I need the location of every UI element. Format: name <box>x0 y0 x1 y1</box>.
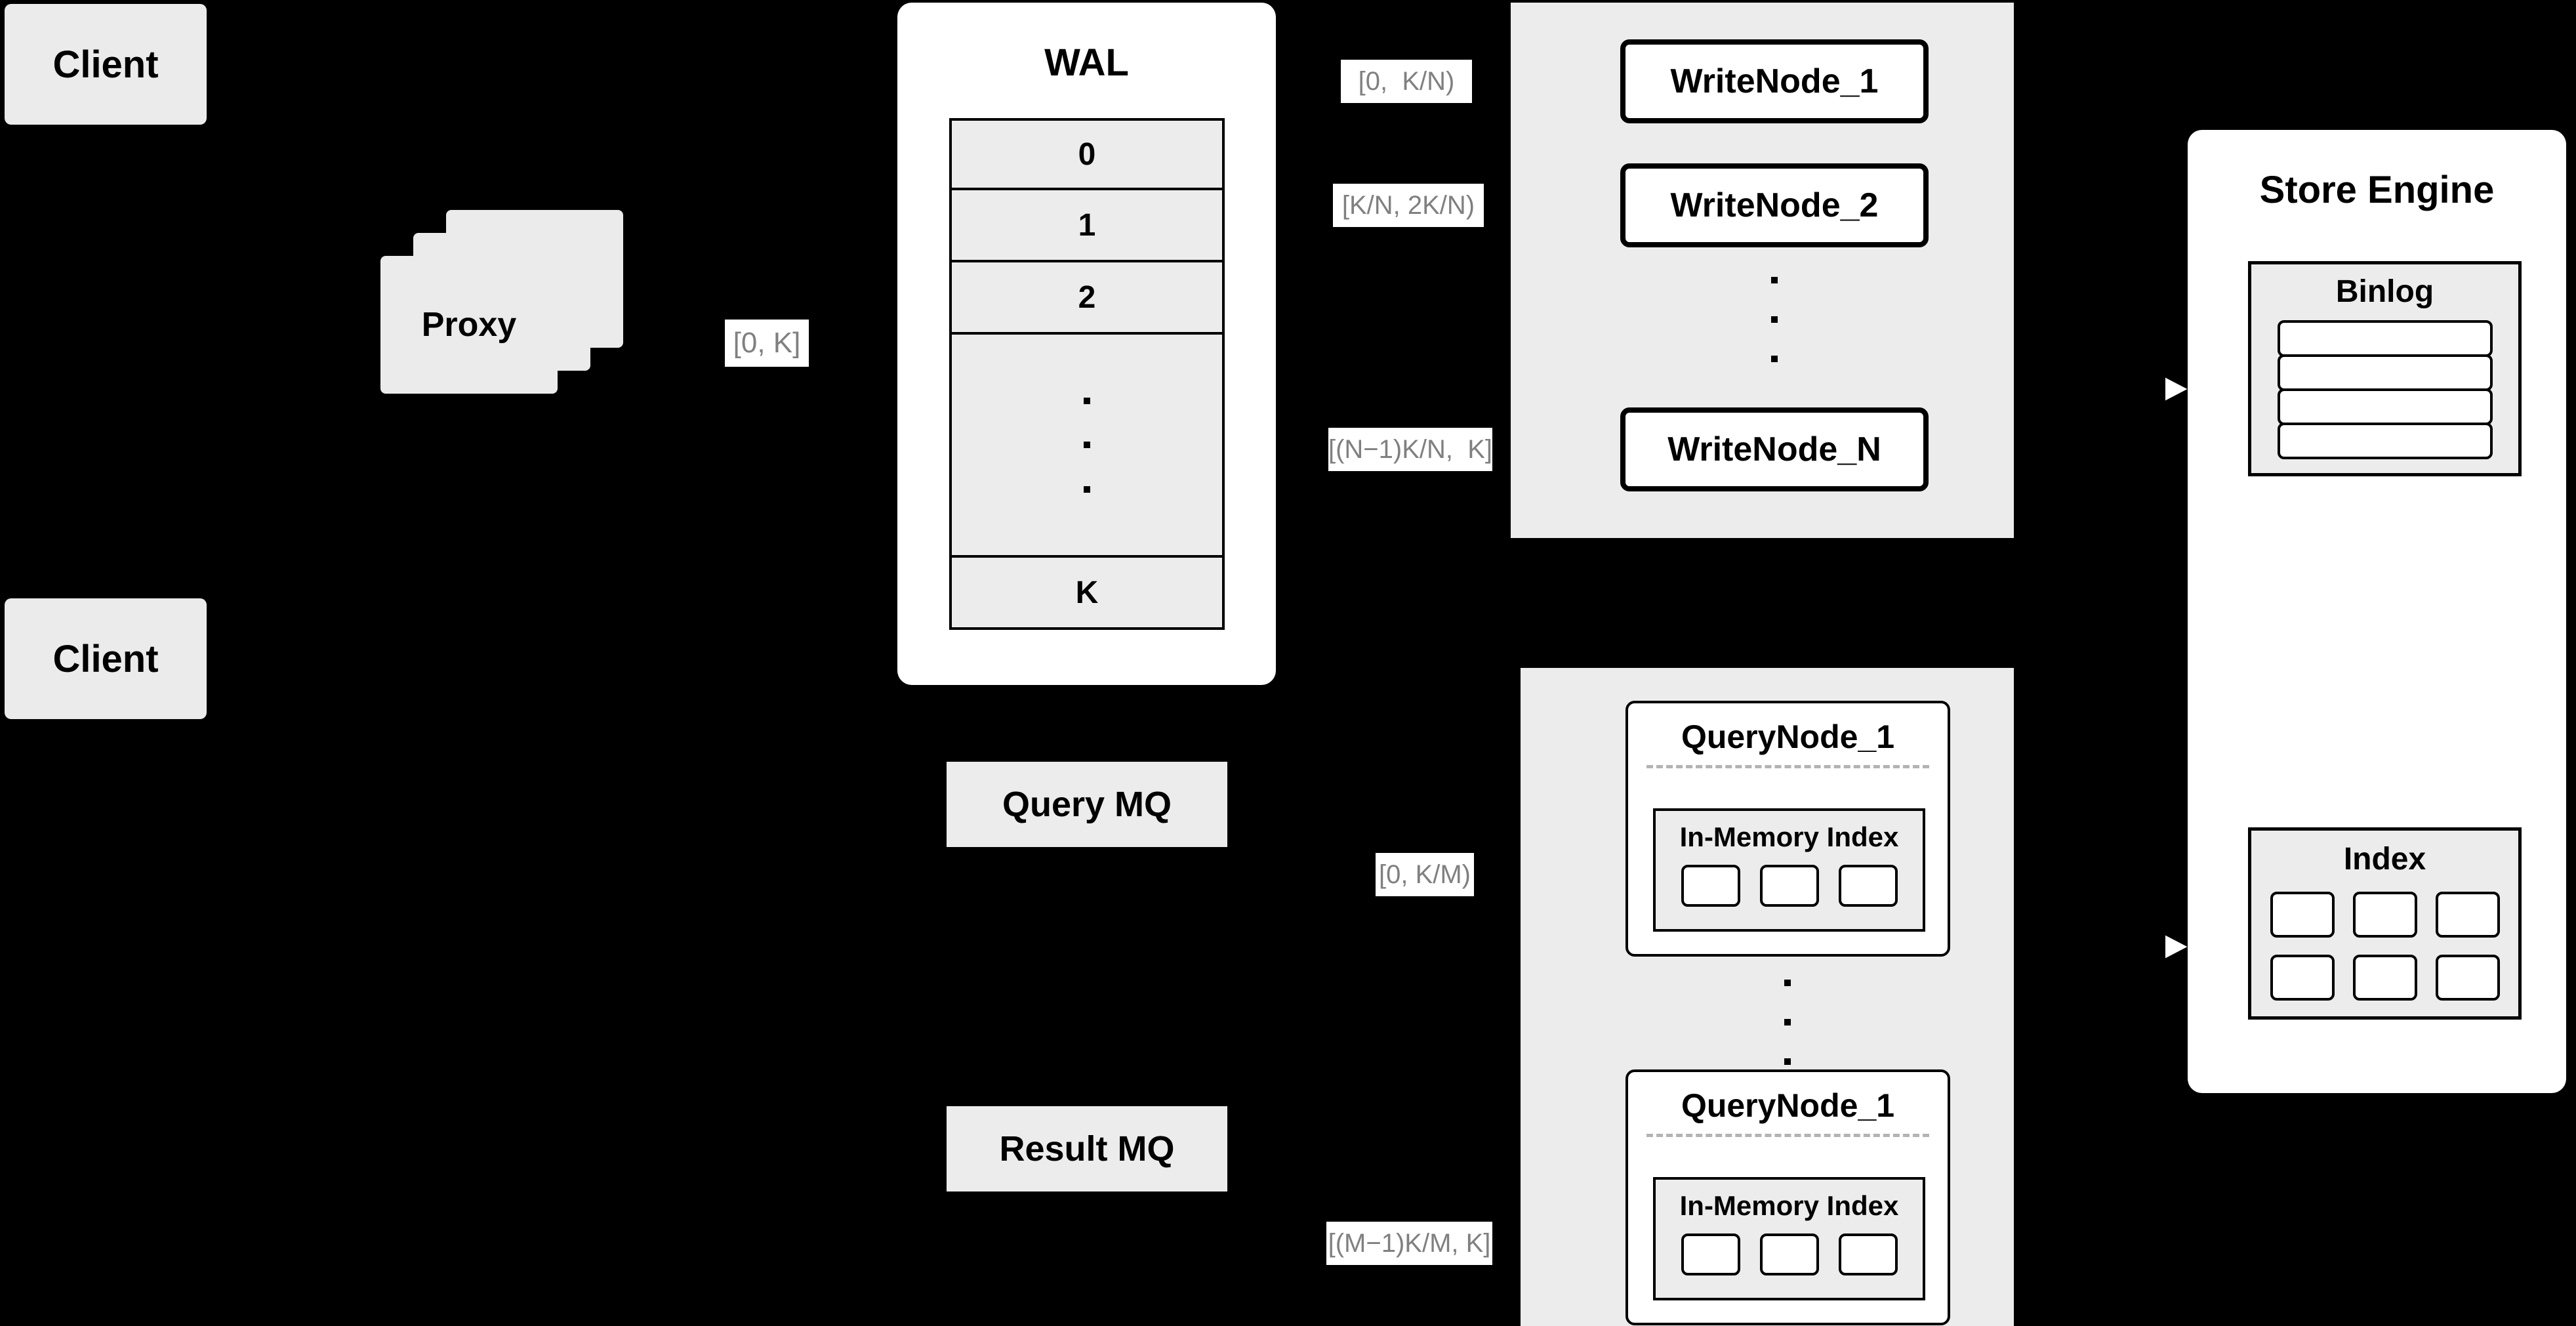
proxy-label: Proxy <box>421 306 517 344</box>
result-mq-box[interactable]: Result MQ <box>947 1106 1227 1191</box>
index-segment[interactable] <box>1759 1233 1819 1275</box>
wal-row[interactable]: 2 <box>949 262 1225 335</box>
index-cell[interactable] <box>2435 892 2500 938</box>
querynode-1-range-label: [0, K/M) <box>1376 853 1474 896</box>
in-memory-index-m[interactable]: In-Memory Index <box>1653 1177 1925 1300</box>
client-box-1[interactable]: Client <box>5 4 207 125</box>
binlog-row[interactable] <box>2277 423 2493 459</box>
querynode-m-range-label: [(M−1)K/M, K] <box>1326 1222 1492 1265</box>
index-segment[interactable] <box>1759 865 1819 907</box>
in-memory-index-title: In-Memory Index <box>1679 821 1899 852</box>
write-node-vertical-ellipsis-icon <box>1753 277 1795 362</box>
index-segment[interactable] <box>1838 1233 1898 1275</box>
query-node-divider <box>1646 765 1929 768</box>
index-cell[interactable] <box>2270 955 2335 1001</box>
index-cell[interactable] <box>2352 892 2417 938</box>
store-index-box[interactable]: Index <box>2248 827 2522 1020</box>
wal-row-ellipsis <box>949 335 1225 558</box>
writenode-2-range-label: [K/N, 2K/N) <box>1333 184 1484 227</box>
writenode-n-range-label: [(N−1)K/N, K] <box>1328 428 1492 471</box>
wal-row[interactable]: 1 <box>949 190 1225 262</box>
query-node-title: QueryNode_1 <box>1681 1087 1895 1124</box>
client-label: Client <box>52 43 159 86</box>
wal-title: WAL <box>1044 41 1129 84</box>
query-node-1[interactable]: QueryNode_1 In-Memory Index <box>1625 701 1950 957</box>
query-node-m[interactable]: QueryNode_1 In-Memory Index <box>1625 1069 1950 1325</box>
query-mq-box[interactable]: Query MQ <box>947 762 1227 847</box>
proxy-wal-range-label: [0, K] <box>725 320 809 367</box>
proxy-stack[interactable]: Proxy <box>380 210 643 426</box>
store-engine-panel: Store Engine Binlog Index <box>2188 130 2566 1093</box>
binlog-inbound-arrow <box>2102 369 2199 409</box>
index-cell[interactable] <box>2435 955 2500 1001</box>
proxy-card-front[interactable]: Proxy <box>380 256 558 394</box>
index-segment[interactable] <box>1681 1233 1740 1275</box>
index-segment[interactable] <box>1681 865 1740 907</box>
write-node-n[interactable]: WriteNode_N <box>1620 407 1929 491</box>
binlog-row[interactable] <box>2277 320 2493 357</box>
index-inbound-arrow <box>2102 926 2199 967</box>
wal-row-list: 0 1 2 K <box>949 118 1225 630</box>
binlog-row[interactable] <box>2277 354 2493 391</box>
wal-row[interactable]: K <box>949 558 1225 630</box>
store-engine-title: Store Engine <box>2259 169 2495 211</box>
binlog-box[interactable]: Binlog <box>2248 261 2522 476</box>
store-index-title: Index <box>2343 842 2426 877</box>
in-memory-index-1[interactable]: In-Memory Index <box>1653 808 1925 932</box>
wal-panel: WAL 0 1 2 K <box>897 3 1276 685</box>
write-node-cluster: WriteNode_1 WriteNode_2 WriteNode_N <box>1511 3 2014 538</box>
write-node-2[interactable]: WriteNode_2 <box>1620 163 1929 247</box>
query-node-title: QueryNode_1 <box>1681 718 1895 755</box>
in-memory-index-title: In-Memory Index <box>1679 1190 1899 1221</box>
index-cell[interactable] <box>2270 892 2335 938</box>
wal-row[interactable]: 0 <box>949 118 1225 190</box>
write-node-1[interactable]: WriteNode_1 <box>1620 39 1929 123</box>
client-label: Client <box>52 637 159 680</box>
index-segment[interactable] <box>1838 865 1898 907</box>
query-node-cluster: QueryNode_1 In-Memory Index <box>1521 668 2014 1326</box>
client-box-2[interactable]: Client <box>5 598 207 719</box>
index-cell[interactable] <box>2352 955 2417 1001</box>
result-mq-label: Result MQ <box>999 1129 1175 1169</box>
binlog-title: Binlog <box>2335 274 2434 309</box>
vertical-ellipsis-icon <box>1084 397 1090 493</box>
writenode-1-range-label: [0, K/N) <box>1341 60 1472 103</box>
query-node-divider <box>1646 1134 1929 1137</box>
query-mq-label: Query MQ <box>1002 785 1172 824</box>
binlog-row[interactable] <box>2277 388 2493 425</box>
query-node-vertical-ellipsis-icon <box>1767 980 1809 1065</box>
